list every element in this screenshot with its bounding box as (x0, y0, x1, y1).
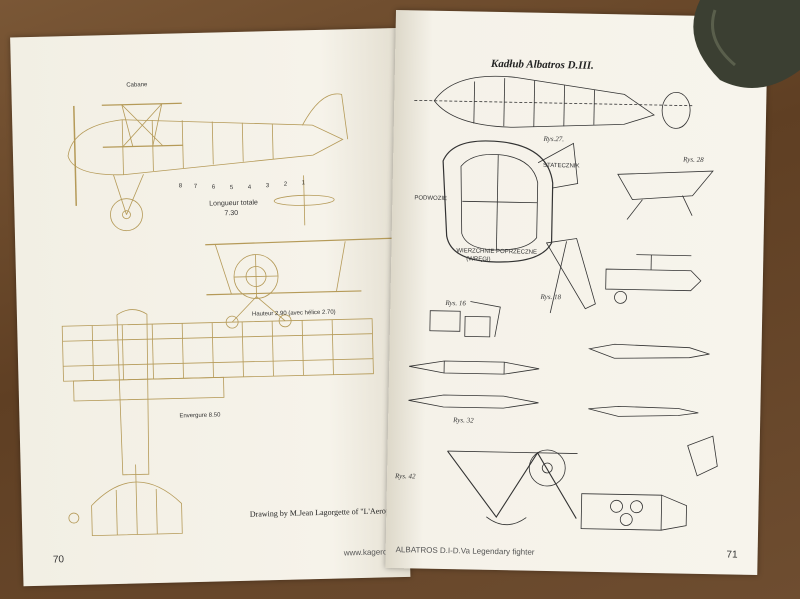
label-envergure: Envergure 8.50 (179, 412, 221, 420)
station-number: 2 (283, 181, 288, 188)
label-cabane: Cabane (126, 82, 148, 89)
plan-view-fuselage (116, 309, 150, 476)
side-view-fuselage (67, 119, 344, 176)
right-page-number: 71 (726, 549, 738, 561)
right-page-title: Kadłub Albatros D.III. (490, 57, 594, 72)
tailplane-detail (617, 170, 714, 200)
left-page: Cabane Longueur totale 7.30 Hauteur 2.90… (10, 28, 411, 587)
hinge-plate (580, 493, 663, 531)
station-number: 8 (178, 183, 183, 190)
station-number: 1 (301, 180, 306, 187)
fuselage-frame-section (442, 140, 554, 263)
label-rys18: Rys. 18 (540, 292, 562, 302)
label-rys42: Rys. 42 (394, 472, 416, 481)
part-box (429, 310, 461, 332)
left-page-number: 70 (52, 554, 65, 566)
strut-detail (545, 238, 596, 310)
corner-object-model (693, 0, 800, 88)
label-rys32: Rys. 32 (453, 416, 474, 425)
plan-view-upper-wing (61, 318, 374, 382)
small-aircraft-side (605, 268, 702, 292)
station-number: 3 (265, 183, 270, 190)
label-statecznik: STATECZNIK (542, 162, 580, 170)
right-page: Kadłub Albatros D.III. Rys.27. STATECZNI… (385, 10, 768, 576)
label-podwozie: PODWOZIE (414, 195, 448, 203)
left-page-drawings (61, 93, 401, 537)
label-rys16: Rys. 16 (445, 299, 466, 308)
side-view-wheel (110, 198, 143, 232)
rod-detail-a (409, 360, 540, 375)
label-wregi: (WRĘGI) (466, 256, 491, 263)
bolt-detail (588, 343, 710, 359)
plan-view-tailplane (91, 481, 183, 537)
station-number: 4 (247, 184, 252, 191)
right-page-drawings (408, 75, 718, 531)
station-number: 7 (193, 183, 198, 191)
rod-detail-b (408, 394, 539, 409)
station-number: 5 (229, 185, 234, 192)
station-number: 6 (211, 184, 216, 191)
label-rys27: Rys.27. (543, 134, 565, 144)
label-longueur-totale: Longueur totale (209, 199, 258, 208)
label-rys28: Rys. 28 (683, 155, 704, 164)
label-longueur-value: 7.30 (224, 209, 239, 218)
fuselage-side-view (433, 75, 655, 128)
undercarriage-struts (447, 450, 577, 519)
